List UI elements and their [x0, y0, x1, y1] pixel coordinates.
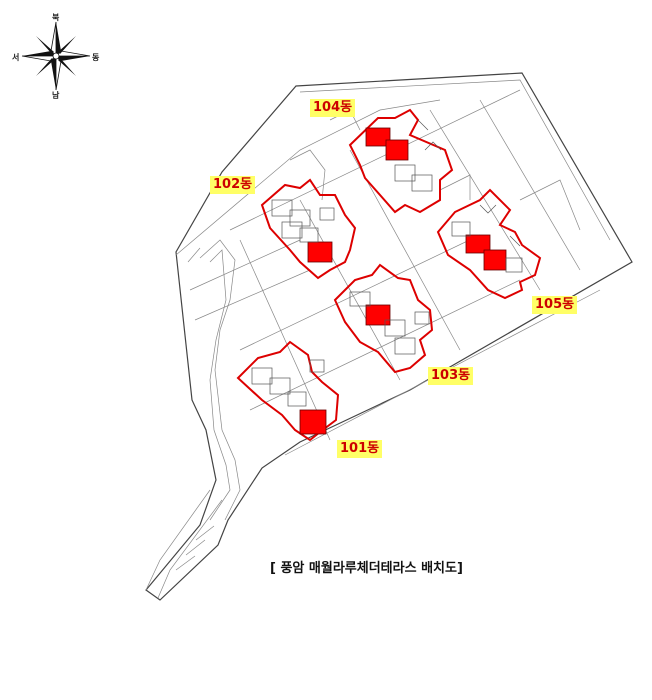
compass-south-label: 남 — [52, 91, 60, 100]
building-105-footprint — [436, 188, 542, 300]
building-104-footprint — [348, 108, 454, 214]
building-103-label: 103동 — [428, 367, 474, 385]
building-105-label: 105동 — [532, 296, 578, 314]
building-103-footprint — [333, 263, 434, 374]
site-boundary — [145, 72, 633, 601]
compass-rose — [21, 21, 91, 91]
plan-caption: [ 풍암 매월라루체더테라스 배치도] — [270, 561, 463, 576]
building-101-label: 101동 — [337, 440, 383, 458]
building-104-label: 104동 — [310, 99, 356, 117]
compass-west-label: 서 — [12, 53, 20, 62]
site-linework — [145, 79, 611, 599]
building-102-footprint — [260, 178, 357, 280]
compass-north-label: 북 — [52, 13, 60, 22]
building-102-label: 102동 — [210, 176, 256, 194]
compass-east-label: 동 — [92, 53, 100, 62]
building-101-footprint — [236, 340, 340, 442]
